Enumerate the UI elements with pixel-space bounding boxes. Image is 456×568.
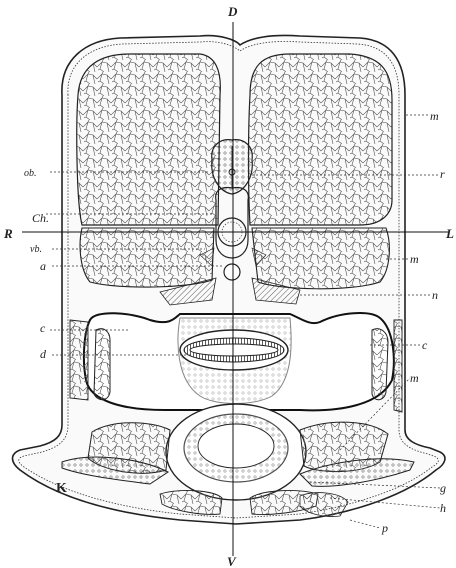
left-lateral-strip xyxy=(94,329,110,400)
label-d: d xyxy=(40,347,47,361)
lower-vessel-lumen xyxy=(198,424,274,468)
label-vb: vb. xyxy=(30,244,42,255)
label-m-middle: m xyxy=(410,252,419,266)
label-g: g xyxy=(440,481,446,495)
label-k-mark: K xyxy=(56,481,67,496)
label-h: h xyxy=(440,501,446,515)
label-n: n xyxy=(432,288,438,302)
axis-label-dorsal: D xyxy=(227,4,238,19)
label-p: p xyxy=(381,521,388,535)
label-m-upper: m xyxy=(430,109,439,123)
axis-label-right: R xyxy=(3,226,13,241)
label-c-right: c xyxy=(422,338,428,352)
gut-lumen xyxy=(190,344,278,356)
axis-label-left: L xyxy=(445,226,454,241)
label-ch: Ch. xyxy=(32,211,49,225)
axis-label-ventral: V xyxy=(227,554,237,568)
upper-right-muscle-mass xyxy=(249,54,393,225)
left-lateral-wall xyxy=(70,320,88,400)
right-lateral-strip xyxy=(372,329,388,400)
label-r: r xyxy=(440,167,445,181)
middle-left-muscle xyxy=(80,228,214,287)
label-a: a xyxy=(40,259,46,273)
middle-right-muscle xyxy=(252,228,389,289)
label-c-left: c xyxy=(40,321,46,335)
label-m-lower: m xyxy=(410,371,419,385)
label-ob: ob. xyxy=(24,168,37,179)
upper-left-muscle-mass xyxy=(77,54,221,225)
right-lateral-wall xyxy=(394,320,402,412)
aorta xyxy=(224,264,240,280)
